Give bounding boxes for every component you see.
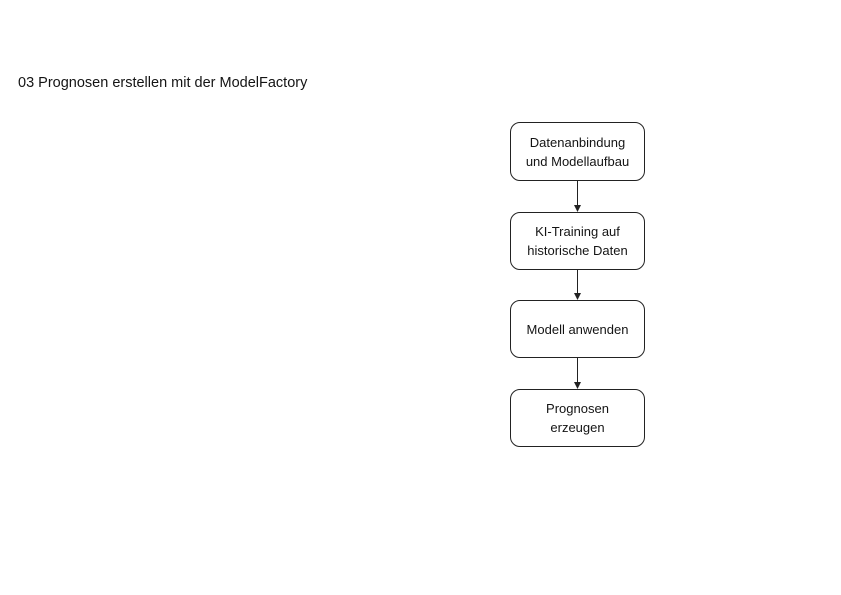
node-label-line: und Modellaufbau	[525, 153, 630, 169]
flow-node-modell-anwenden: Modell anwenden	[510, 300, 645, 358]
node-label-line: erzeugen	[550, 420, 605, 435]
flow-node-prognosen-erzeugen: Prognosen erzeugen	[510, 389, 645, 447]
node-label-line: historische Daten	[527, 243, 628, 258]
slide-title: 03 Prognosen erstellen mit der ModelFact…	[18, 75, 308, 91]
arrow-down-icon	[574, 269, 581, 300]
arrow-down-icon	[574, 181, 581, 212]
flow-node-datenanbindung-und-modellaufbau: Datenanbindung und Modellaufbau	[510, 122, 645, 181]
node-label-line: Datenanbindung	[529, 134, 626, 150]
flow-node-ki-training: KI-Training auf historische Daten	[510, 212, 645, 270]
arrow-down-icon	[574, 358, 581, 389]
node-label-line: KI-Training auf	[535, 224, 620, 239]
node-label-line: Modell anwenden	[526, 321, 629, 337]
node-label-line: Prognosen	[546, 401, 609, 416]
